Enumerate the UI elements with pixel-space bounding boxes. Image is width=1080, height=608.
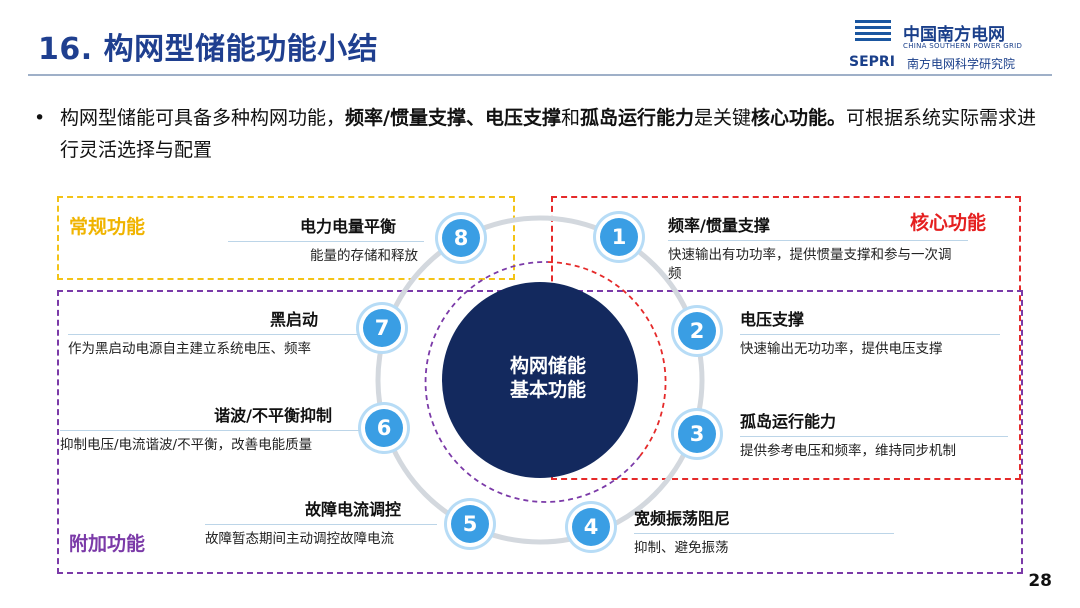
center-line-1: 构网储能 — [509, 355, 586, 377]
page-title: 16. 构网型储能功能小结 — [38, 32, 379, 67]
bullet-part: 和 — [560, 107, 580, 129]
function-3-desc: 提供参考电压和频率，维持同步机制 — [740, 443, 956, 459]
bullet-part-bold: 核心功能。 — [751, 107, 847, 129]
function-4: 宽频振荡阻尼 抑制、避免振荡 — [634, 505, 894, 558]
function-3-underline — [740, 436, 1008, 437]
logo-sepri: SEPRI — [849, 54, 895, 70]
function-node-3: 3 — [678, 415, 716, 453]
outer-ring — [375, 215, 705, 545]
logo-cn-name: 中国南方电网 — [903, 25, 1005, 45]
function-5-underline — [205, 524, 437, 525]
logo-institute: 南方电网科学研究院 — [907, 57, 1016, 71]
regular-function-label: 常规功能 — [69, 216, 146, 238]
bullet-text: 构网型储能可具备多种构网功能，频率/惯量支撑、电压支撑和孤岛运行能力是关键核心功… — [60, 102, 1040, 166]
center-label: 构网储能 基本功能 — [463, 354, 633, 402]
company-logo: 中国南方电网 CHINA SOUTHERN POWER GRID SEPRI 南… — [849, 14, 1044, 74]
logo-en-name: CHINA SOUTHERN POWER GRID — [903, 42, 1023, 50]
bullet-part-bold: 频率/惯量支撑、电压支撑 — [345, 107, 561, 129]
function-1-desc: 快速输出有功功率，提供惯量支撑和参与一次调频 — [668, 247, 952, 282]
function-4-desc: 抑制、避免振荡 — [634, 540, 729, 556]
function-1: 频率/惯量支撑 快速输出有功功率，提供惯量支撑和参与一次调频 — [668, 212, 968, 284]
function-6-title: 谐波/不平衡抑制 — [214, 406, 332, 425]
function-7-underline — [68, 334, 358, 335]
function-2: 电压支撑 快速输出无功功率，提供电压支撑 — [740, 306, 1000, 359]
function-5-title: 故障电流调控 — [304, 500, 401, 519]
function-2-underline — [740, 334, 1000, 335]
function-5: 故障电流调控 故障暂态期间主动调控故障电流 — [205, 496, 437, 549]
core-inner-arc — [547, 261, 667, 457]
regular-function-box — [57, 196, 515, 280]
bullet-part-bold: 孤岛运行能力 — [579, 107, 694, 129]
additional-function-label: 附加功能 — [69, 533, 146, 555]
additional-inner-arc — [424, 261, 641, 503]
function-3: 孤岛运行能力 提供参考电压和频率，维持同步机制 — [740, 408, 1008, 461]
function-2-desc: 快速输出无功功率，提供电压支撑 — [740, 341, 943, 357]
function-node-6: 6 — [365, 409, 403, 447]
function-8-desc: 能量的存储和释放 — [310, 248, 418, 264]
core-function-label: 核心功能 — [910, 212, 987, 234]
grid-logo-icon — [855, 20, 891, 44]
function-3-title: 孤岛运行能力 — [740, 412, 837, 431]
function-6-desc: 抑制电压/电流谐波/不平衡，改善电能质量 — [60, 437, 313, 453]
function-8-underline — [228, 241, 424, 242]
function-5-desc: 故障暂态期间主动调控故障电流 — [205, 531, 394, 547]
function-node-4: 4 — [572, 508, 610, 546]
function-2-title: 电压支撑 — [740, 310, 805, 329]
bullet-part: 可根据系统实际需求进行灵活选择与配置 — [60, 107, 1037, 161]
function-1-underline — [668, 240, 968, 241]
center-line-2: 基本功能 — [509, 379, 586, 401]
page-number: 28 — [1028, 571, 1052, 591]
function-1-title: 频率/惯量支撑 — [668, 216, 770, 235]
function-6-underline — [60, 430, 360, 431]
function-8: 电力电量平衡 能量的存储和释放 — [228, 213, 424, 266]
function-node-8: 8 — [442, 219, 480, 257]
function-7-desc: 作为黑启动电源自主建立系统电压、频率 — [68, 341, 311, 357]
center-circle — [442, 282, 638, 478]
function-node-2: 2 — [678, 312, 716, 350]
function-node-5: 5 — [451, 505, 489, 543]
function-7-title: 黑启动 — [269, 310, 318, 329]
title-divider — [28, 74, 1052, 76]
function-6: 谐波/不平衡抑制 抑制电压/电流谐波/不平衡，改善电能质量 — [60, 402, 360, 455]
function-4-underline — [634, 533, 894, 534]
bullet-part: 是关键 — [694, 107, 752, 129]
function-8-title: 电力电量平衡 — [299, 217, 396, 236]
bullet-part: 构网型储能可具备多种构网功能， — [60, 107, 346, 129]
function-node-7: 7 — [363, 309, 401, 347]
bullet-dot: • — [34, 107, 46, 129]
function-node-1: 1 — [600, 218, 638, 256]
function-4-title: 宽频振荡阻尼 — [634, 509, 731, 528]
function-7: 黑启动 作为黑启动电源自主建立系统电压、频率 — [68, 306, 358, 359]
